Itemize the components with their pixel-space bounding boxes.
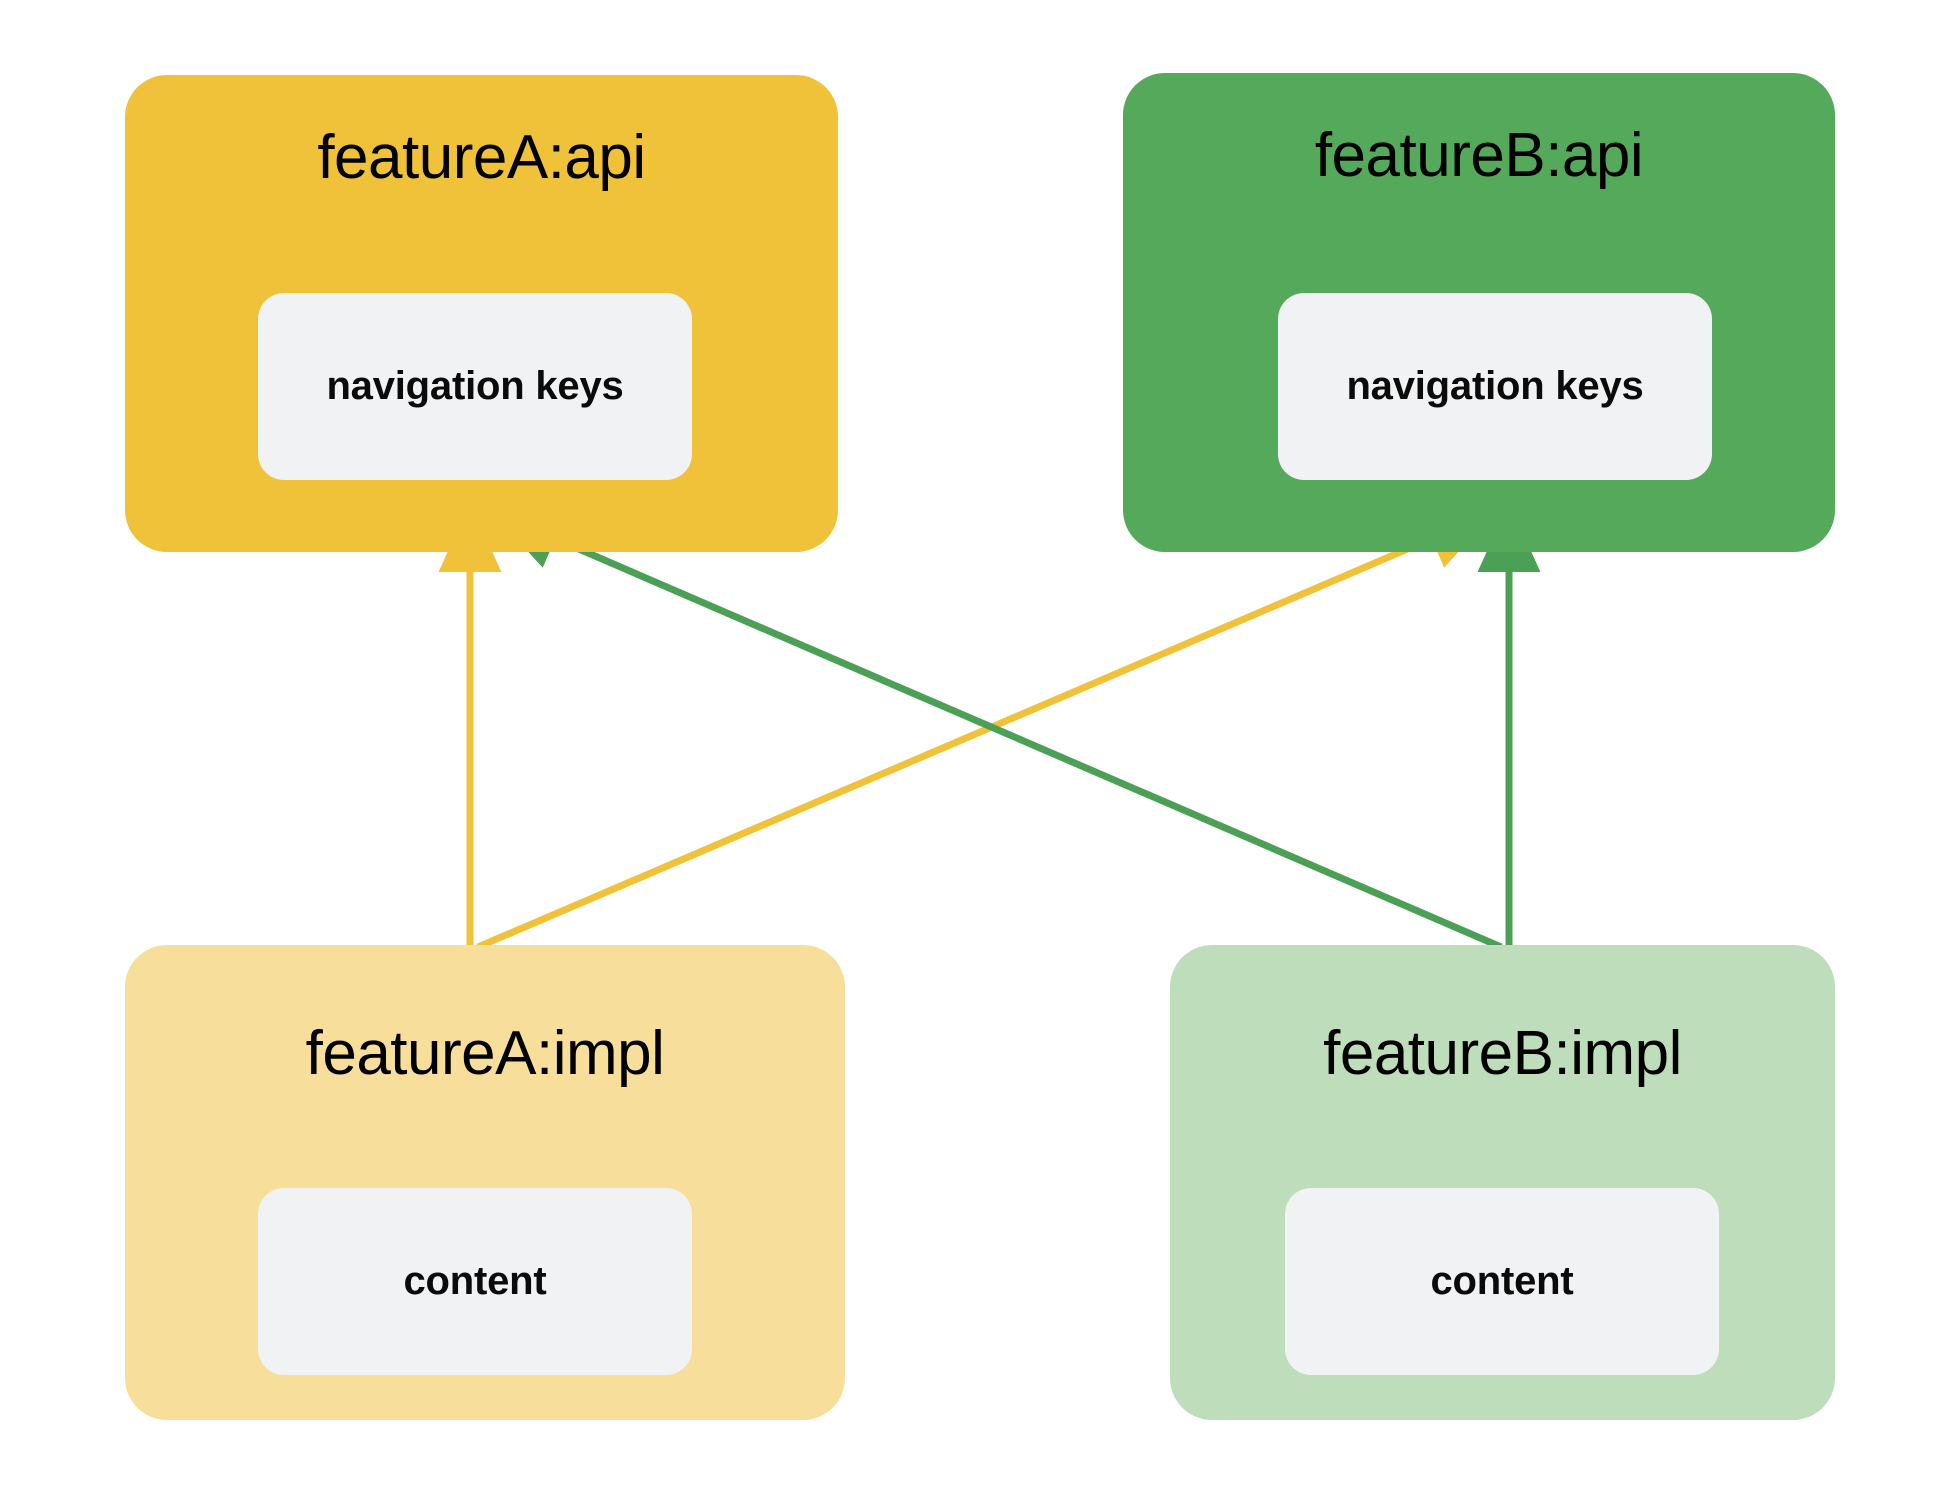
- inner-box-featureA-impl-content[interactable]: content: [258, 1188, 692, 1375]
- inner-box-label-featureB-impl: content: [1430, 1259, 1574, 1303]
- module-title-featureB-impl: featureB:impl: [1323, 1019, 1682, 1088]
- module-title-featureB-api: featureB:api: [1314, 121, 1644, 190]
- inner-box-label-featureB-api: navigation keys: [1346, 364, 1644, 408]
- module-title-featureA-api: featureA:api: [317, 123, 646, 192]
- inner-box-label-featureA-impl: content: [403, 1259, 547, 1303]
- edge-featureA-impl-to-featureB-api: [476, 509, 1497, 951]
- inner-box-featureB-impl-content[interactable]: content: [1285, 1188, 1719, 1375]
- edge-featureB-impl-to-featureA-api: [491, 509, 1503, 951]
- inner-box-featureA-api-navigation-keys[interactable]: navigation keys: [258, 293, 692, 480]
- module-title-featureA-impl: featureA:impl: [305, 1019, 665, 1088]
- inner-box-label-featureA-api: navigation keys: [326, 364, 624, 408]
- inner-box-featureB-api-navigation-keys[interactable]: navigation keys: [1278, 293, 1712, 480]
